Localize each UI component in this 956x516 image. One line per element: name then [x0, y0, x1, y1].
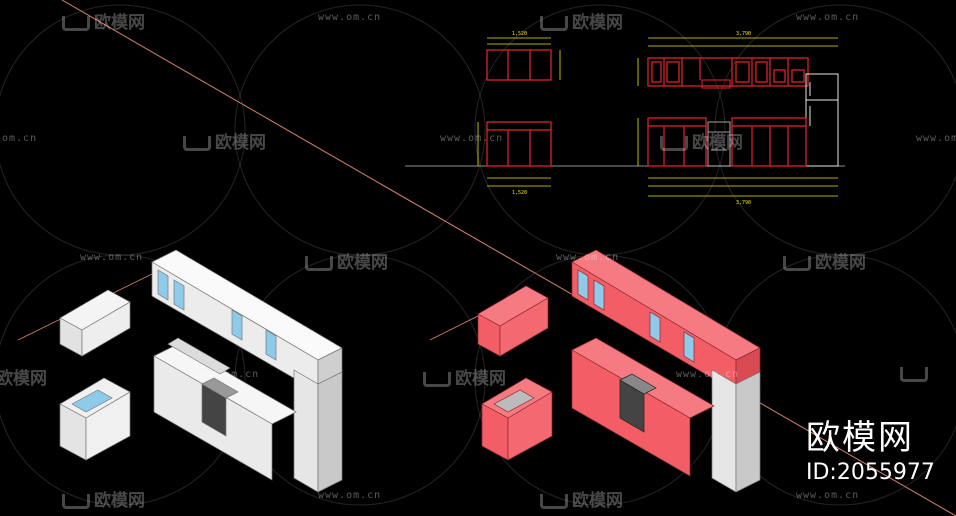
- white-stove-top: [201, 377, 239, 399]
- watermark-logo-text: 欧模网: [94, 13, 145, 33]
- sofa-icon: [62, 15, 90, 31]
- watermark-url: www.om.cn: [318, 490, 382, 501]
- watermark-url: www.om.cn: [796, 12, 860, 23]
- cad-dim-bottom-right: 3,790: [736, 200, 751, 206]
- cad-dim-bottom-left: 1,520: [512, 190, 527, 196]
- brand-logo-text: 欧模网: [806, 418, 914, 458]
- watermark-url: om.cn: [2, 133, 38, 144]
- watermark-url: www.om.cn: [796, 490, 860, 501]
- watermark-logo: 欧模网: [783, 248, 866, 273]
- white-fridge-side: [317, 371, 343, 493]
- pink-glass-pane-1: [577, 269, 589, 301]
- watermark-logo: 欧模网: [540, 8, 623, 33]
- watermark-url: www.om.cn: [440, 133, 504, 144]
- cad-left-dimensions: [477, 37, 561, 187]
- white-glass-pane-2: [173, 279, 185, 311]
- watermark-logo-text: 欧模网: [0, 369, 47, 389]
- watermark-logo-text: 欧模网: [692, 133, 743, 153]
- cad-left-lower-cabinet: [486, 121, 552, 167]
- watermark-logo-text: 欧模网: [572, 491, 623, 511]
- watermark-url: www.om.cn: [676, 369, 740, 380]
- sofa-icon: [540, 15, 568, 31]
- sofa-icon: [900, 366, 928, 382]
- watermark-url: www.om.cn: [196, 369, 260, 380]
- watermark-logo-text: 欧模网: [337, 253, 388, 273]
- white-glass-pane-3: [231, 309, 243, 341]
- pink-sink-basin: [493, 389, 535, 413]
- watermark-logo: 欧模网: [305, 248, 388, 273]
- watermark-logo-text: 欧模网: [815, 253, 866, 273]
- cad-dim-top-left: 1,520: [512, 31, 527, 37]
- pink-sink-side: [507, 391, 553, 461]
- watermark-logo: 欧模网: [660, 128, 743, 153]
- cad-left-upper-cabinet: [486, 49, 552, 81]
- sofa-icon: [783, 255, 811, 271]
- sofa-icon: [660, 135, 688, 151]
- pink-glass-pane-4: [683, 331, 695, 363]
- cad-dim-top-right: 3,790: [736, 31, 751, 37]
- pink-glass-pane-3: [649, 311, 661, 343]
- white-isometric-kitchen: [59, 249, 343, 493]
- pink-fridge-front: [711, 369, 737, 493]
- watermark-url: www.om.cn: [556, 252, 620, 263]
- sofa-icon: [540, 493, 568, 509]
- sofa-icon: [423, 371, 451, 387]
- pink-isometric-kitchen: [477, 249, 761, 493]
- white-glass-pane-1: [157, 269, 169, 301]
- sofa-icon: [62, 493, 90, 509]
- white-small-side: [81, 301, 131, 357]
- watermark-logo: 欧模网: [540, 486, 623, 511]
- white-sink-basin: [71, 389, 113, 413]
- pink-small-side: [499, 297, 549, 357]
- watermark-logo-text: 欧模网: [455, 369, 506, 389]
- cad-elevation-drawing: 1,520 1,520: [405, 31, 845, 206]
- sofa-icon: [305, 255, 333, 271]
- cad-stove: [707, 121, 731, 167]
- white-lower-back: [167, 337, 231, 375]
- pink-fridge-side: [735, 371, 761, 493]
- watermark-logo: 欧模网: [0, 364, 47, 389]
- watermark-logo: 欧模网: [183, 128, 266, 153]
- cad-fridge: [805, 73, 839, 167]
- diagonal-guide-line: [61, 0, 956, 516]
- watermark-logo-text: 欧模网: [94, 491, 145, 511]
- white-glass-pane-4: [265, 329, 277, 361]
- watermark-logo: 欧模网: [423, 364, 506, 389]
- watermark-url: www.om.cn: [916, 133, 956, 144]
- cad-range-hood: [701, 79, 731, 89]
- cad-right-lower-cabinets: [647, 117, 807, 167]
- sofa-icon: [183, 135, 211, 151]
- watermark-url: www.om.cn: [80, 252, 144, 263]
- watermark-url: www.om.cn: [318, 12, 382, 23]
- watermark-logo: [900, 364, 932, 384]
- white-sink-side: [85, 391, 131, 461]
- watermark-logo-text: 欧模网: [215, 133, 266, 153]
- pink-glass-pane-2: [593, 279, 605, 311]
- pink-stove-top: [619, 373, 657, 395]
- brand-id-text: ID:2055977: [806, 460, 935, 485]
- watermark-logo-text: 欧模网: [572, 13, 623, 33]
- cad-right-dimensions: [637, 37, 838, 197]
- watermark-logo: 欧模网: [62, 8, 145, 33]
- watermark-logo: 欧模网: [62, 486, 145, 511]
- white-fridge-front: [293, 369, 319, 493]
- cad-right-upper-cabinets: [647, 57, 809, 87]
